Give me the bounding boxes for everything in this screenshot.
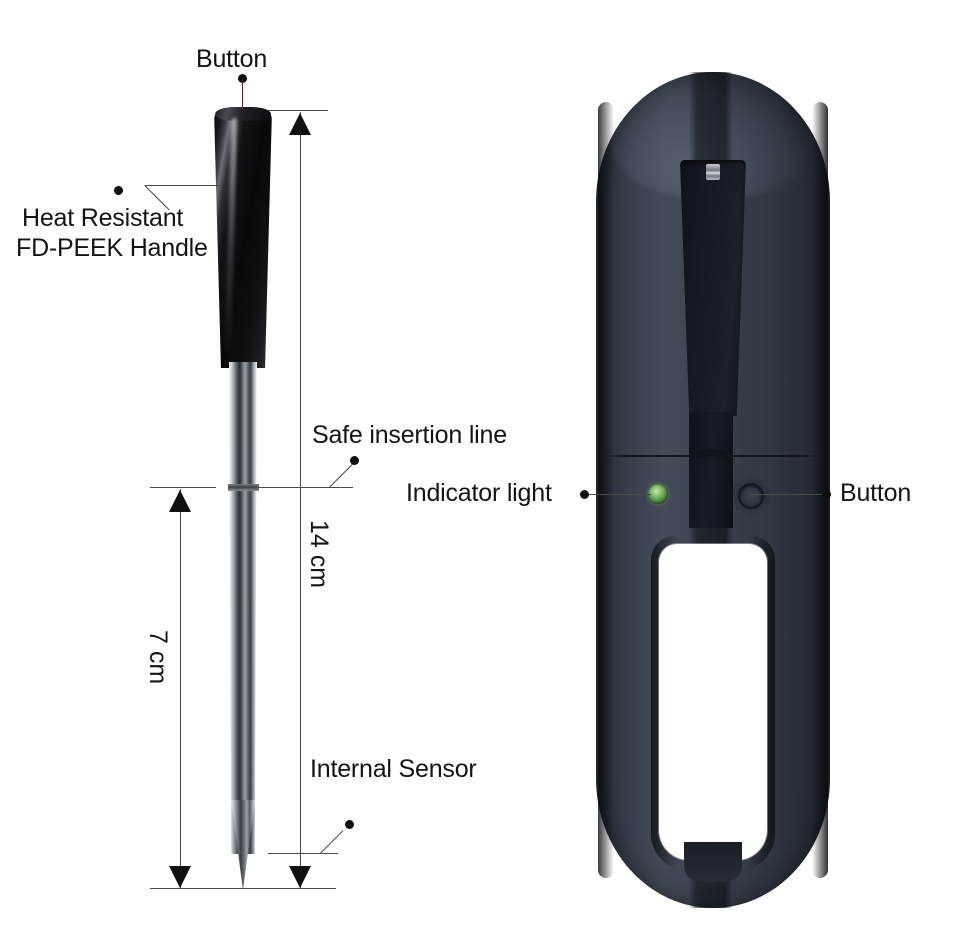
dim-14cm-arrow-down (289, 866, 311, 888)
charging-case-foot (684, 842, 742, 882)
dim-7cm-arrow-up (169, 490, 191, 512)
probe-button-leader-line (242, 80, 243, 110)
internal-sensor-leader-diagonal (320, 830, 344, 854)
charging-case-right-edge (812, 102, 828, 878)
dim-14cm-arrow-up (289, 113, 311, 135)
indicator-light-leader-dot (580, 490, 589, 499)
charging-case-illustration (596, 72, 830, 908)
probe-illustration: Button Heat Resistant FD-PEEK Handle Saf… (0, 0, 507, 951)
dim-7cm-text: 7 cm (144, 630, 172, 685)
internal-sensor-leader-horizontal (268, 853, 338, 854)
case-button-leader-line (752, 494, 824, 495)
charging-case-window (659, 544, 767, 860)
case-button-leader-dot (822, 490, 831, 499)
safe-insertion-leader-diagonal (329, 461, 356, 488)
dim-14cm-line (300, 112, 301, 888)
dim-7cm-top-tick (150, 487, 216, 488)
dim-7cm-arrow-down (169, 866, 191, 888)
probe-button-label: Button (196, 45, 268, 73)
dim-baseline (150, 888, 336, 889)
safe-insertion-line-label: Safe insertion line (312, 421, 507, 449)
handle-label-line2: FD-PEEK Handle (16, 234, 208, 262)
charging-case-left-edge (598, 102, 614, 878)
internal-sensor-leader-dot (345, 820, 354, 829)
probe-shaft-graphic (229, 362, 257, 854)
probe-button-leader-dot (238, 74, 247, 83)
probe-slot-recess (680, 160, 746, 416)
indicator-light-leader-line (589, 494, 651, 495)
safe-insertion-leader-horizontal (259, 487, 353, 488)
case-button-circle[interactable] (738, 483, 764, 509)
charging-contact (706, 164, 720, 180)
dim-14cm-text: 14 cm (305, 520, 333, 589)
handle-leader-horizontal (145, 185, 222, 186)
safe-insertion-leader-dot (350, 456, 359, 465)
safe-insertion-ring-mark (228, 484, 259, 491)
internal-sensor-label: Internal Sensor (310, 755, 477, 783)
case-button-label: Button (840, 479, 912, 507)
probe-handle-graphic (214, 110, 272, 368)
charging-case-seam-notch (692, 450, 732, 458)
handle-label-line1: Heat Resistant (22, 204, 184, 232)
dim-7cm-line (180, 489, 181, 888)
dim-14cm-top-tick (268, 110, 328, 111)
handle-leader-dot (114, 186, 123, 195)
probe-slot-lower (689, 412, 733, 528)
indicator-light-led (648, 484, 668, 504)
indicator-light-label: Indicator light (406, 479, 552, 507)
probe-handle-top-cap (215, 107, 271, 121)
